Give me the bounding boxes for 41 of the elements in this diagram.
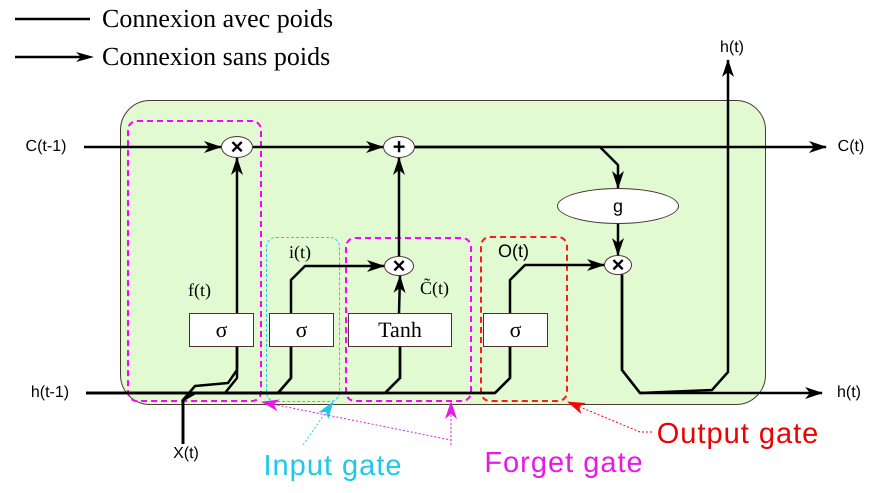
function-ellipse: g [557,188,679,224]
pointer-arrow [567,402,652,432]
activation-box: σ [189,313,254,347]
signal-label: C(t) [826,137,876,157]
dashed-gate-outline [480,236,568,402]
lstm-cell-box [120,100,766,405]
signal-label: C(t-1) [8,137,84,157]
signal-label: h(t) [822,383,876,403]
legend-text: Connexion sans poids [102,42,330,72]
edge-label: C̃(t) [420,278,449,298]
activation-box: σ [269,313,334,347]
signal-label: h(t) [704,36,760,60]
arrow [415,146,624,189]
dashed-gate-outline [266,237,340,402]
arrow [231,157,243,313]
edge-label: O(t) [498,241,529,261]
arrow [620,59,734,394]
activation-box: σ [483,313,548,347]
operator-circle: × [604,255,632,275]
arrow [290,260,385,313]
activation-box: Tanh [348,313,452,347]
edge-label: i(t) [289,242,311,262]
dashed-gate-outline [345,237,472,402]
operator-circle: × [384,256,414,276]
dashed-gate-outline [127,120,262,402]
pointer-arrow [261,399,452,446]
edge-label: f(t) [188,280,211,300]
arrow [612,224,624,256]
signal-label: h(t-1) [14,383,86,403]
operator-circle: × [221,136,253,158]
connection-line [182,347,512,444]
arrow [508,259,605,313]
gate-label: Input gate [222,445,444,487]
arrow [253,141,384,153]
arrow [393,157,405,256]
signal-label: X(t) [160,444,212,464]
operator-circle: + [383,136,415,158]
arrow [84,141,222,153]
legend-text: Connexion avec poids [102,4,334,34]
pointer-arrow [302,401,334,446]
arrow [394,275,406,314]
